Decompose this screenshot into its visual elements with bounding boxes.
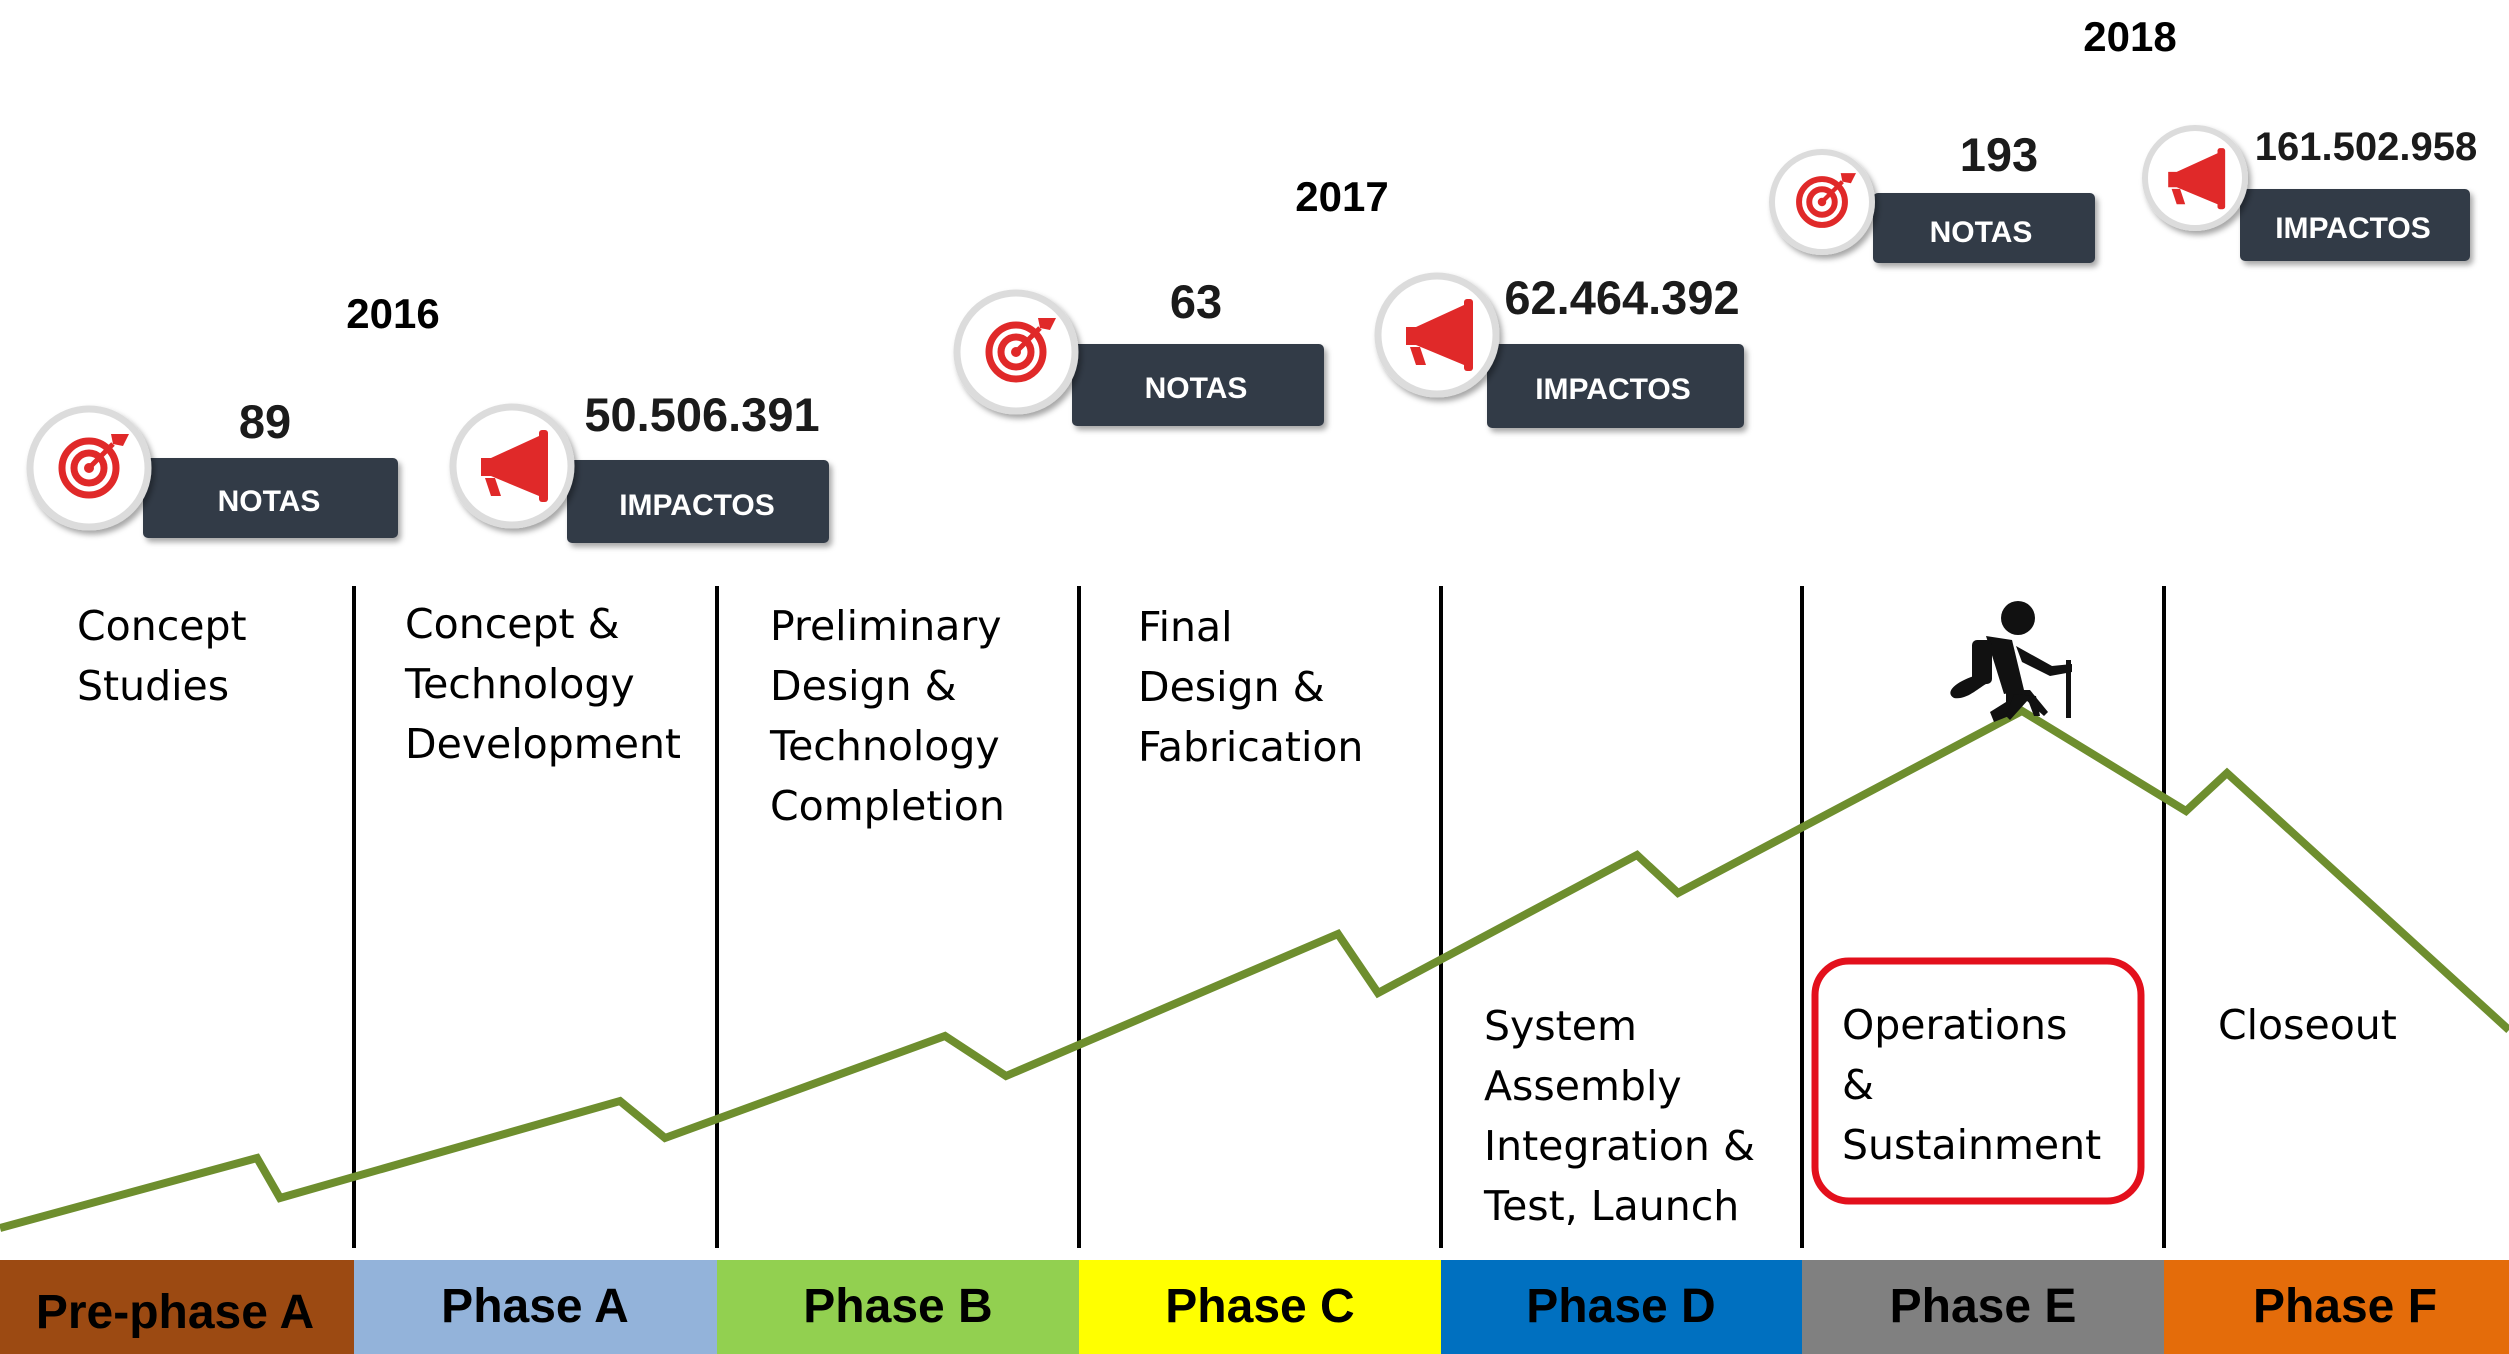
phase-label: Phase F xyxy=(2253,1280,2437,1333)
metric-impactos-2016: IMPACTOS 50.506.391 xyxy=(449,388,829,543)
metric-label: IMPACTOS xyxy=(2275,212,2431,245)
metric-notas-2017: NOTAS 63 xyxy=(953,275,1324,426)
phase-block-phase-c xyxy=(1079,1260,1441,1354)
metric-value: 62.464.392 xyxy=(1504,271,1739,324)
phase-label: Phase C xyxy=(1165,1280,1354,1333)
notas-badge xyxy=(143,458,398,538)
metric-notas-2018: NOTAS 193 xyxy=(1769,128,2095,263)
progress-trend-line xyxy=(0,706,2509,1232)
metric-value: 89 xyxy=(239,395,291,448)
highlight-box xyxy=(1811,957,2145,1205)
phase-block-phase-d xyxy=(1441,1260,1802,1354)
year-2017-label: 2017 xyxy=(1295,173,1388,220)
notas-badge xyxy=(1873,193,2095,263)
phase-label: Phase E xyxy=(1890,1280,2077,1333)
metric-impactos-2017: IMPACTOS 62.464.392 xyxy=(1374,271,1744,428)
phase-bar: Pre-phase A Phase A Phase B Phase C Phas… xyxy=(0,1260,2509,1354)
description-phase-f: Closeout xyxy=(2218,1001,2397,1049)
phase-block-phase-a xyxy=(354,1260,717,1354)
metric-value: 193 xyxy=(1960,128,2038,181)
description-concept-studies: Concept Studies xyxy=(77,602,260,710)
metric-label: IMPACTOS xyxy=(619,489,775,522)
metric-label: IMPACTOS xyxy=(1535,373,1691,406)
phase-label: Phase B xyxy=(803,1280,992,1333)
stage-descriptions: Concept Studies Concept & Technology Dev… xyxy=(77,600,2397,1230)
phase-block-phase-e xyxy=(1802,1260,2164,1354)
phase-block-pre-phase-a xyxy=(0,1260,354,1354)
description-phase-d: System Assembly Integration & Test, Laun… xyxy=(1483,1002,1768,1230)
metric-label: NOTAS xyxy=(218,485,321,518)
metric-label: NOTAS xyxy=(1930,216,2033,249)
notas-badge xyxy=(1072,344,1324,426)
phase-dividers xyxy=(352,586,2166,1248)
description-phase-a: Concept & Technology Development xyxy=(404,600,681,768)
description-phase-c: Final Design & Fabrication xyxy=(1138,603,1363,771)
metric-value: 50.506.391 xyxy=(584,388,819,441)
metric-notas-2016: NOTAS 89 xyxy=(26,395,398,538)
metric-impactos-2018: IMPACTOS 161.502.958 xyxy=(2142,125,2477,261)
phase-block-phase-f xyxy=(2164,1260,2509,1354)
phase-block-phase-b xyxy=(717,1260,1079,1354)
impactos-badge xyxy=(567,460,829,543)
year-2016-label: 2016 xyxy=(346,290,439,337)
description-phase-b: Preliminary Design & Technology Completi… xyxy=(769,602,1015,830)
metric-value: 63 xyxy=(1170,275,1222,328)
impactos-badge xyxy=(2240,189,2470,261)
year-2018-label: 2018 xyxy=(2083,13,2176,60)
phase-label: Phase A xyxy=(441,1280,629,1333)
metric-label: NOTAS xyxy=(1145,372,1248,405)
metric-value: 161.502.958 xyxy=(2255,125,2477,169)
impactos-badge xyxy=(1487,344,1744,428)
hiker-icon xyxy=(1950,601,2072,722)
phase-label: Pre-phase A xyxy=(36,1286,314,1339)
description-phase-e: Operations & Sustainment xyxy=(1842,1001,2101,1169)
phase-label: Phase D xyxy=(1526,1280,1715,1333)
